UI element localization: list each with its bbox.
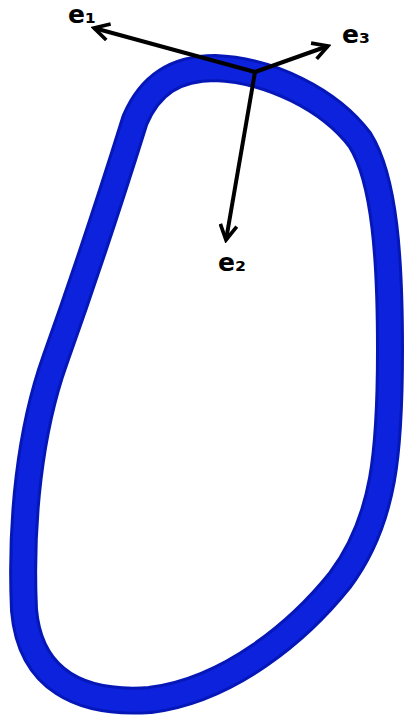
axis-label: e₂ [218, 250, 246, 275]
axis-arrow [226, 72, 255, 240]
axis-arrow [94, 28, 255, 72]
axis-arrow [255, 46, 328, 72]
axis-label: e₁ [68, 2, 96, 27]
loop-edge [23, 68, 390, 701]
axis-label: e₃ [342, 22, 370, 47]
loop-tube [23, 68, 390, 701]
